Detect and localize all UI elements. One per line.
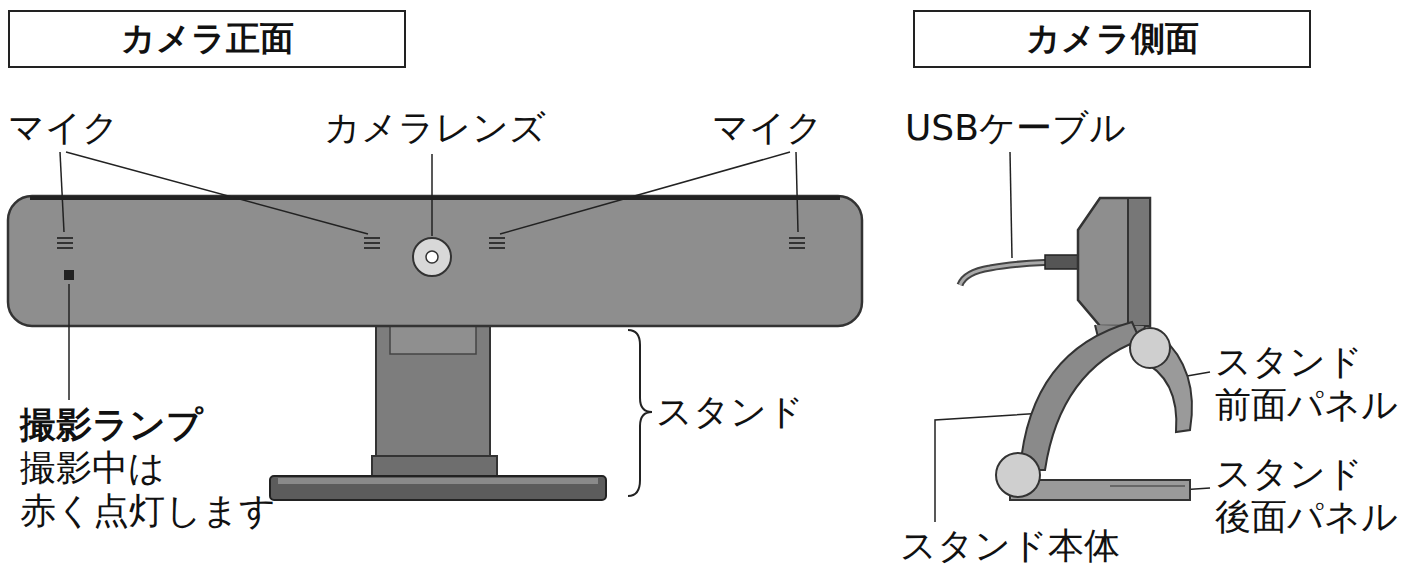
part-label: スタンド本体 [900,524,1120,567]
part-label: USBケーブル [905,106,1126,149]
recording-lamp [64,270,74,280]
heading-box: カメラ正面 [8,10,406,68]
stand-base [270,476,606,500]
camera-lens [413,238,451,276]
hinge [996,453,1040,497]
camera-body [8,196,862,326]
heading-box: カメラ側面 [913,10,1311,68]
leader-line [60,152,1210,522]
part-label: 撮影中は 赤く点灯します [20,446,276,532]
stand-body [1020,322,1140,470]
part-label: スタンド 後面パネル [1215,452,1398,538]
stand-neck [376,318,490,463]
part-label: スタンド 前面パネル [1215,340,1398,426]
part-label: スタンド [656,390,804,433]
heading-text: カメラ側面 [1026,16,1199,62]
part-label: 撮影ランプ [20,403,203,446]
part-label: カメラレンズ [324,106,546,149]
hinge [1130,328,1170,368]
part-label: マイク [8,106,119,149]
camera-side [1078,198,1150,326]
brace [628,330,652,496]
part-label: マイク [712,106,823,149]
heading-text: カメラ正面 [121,16,294,62]
